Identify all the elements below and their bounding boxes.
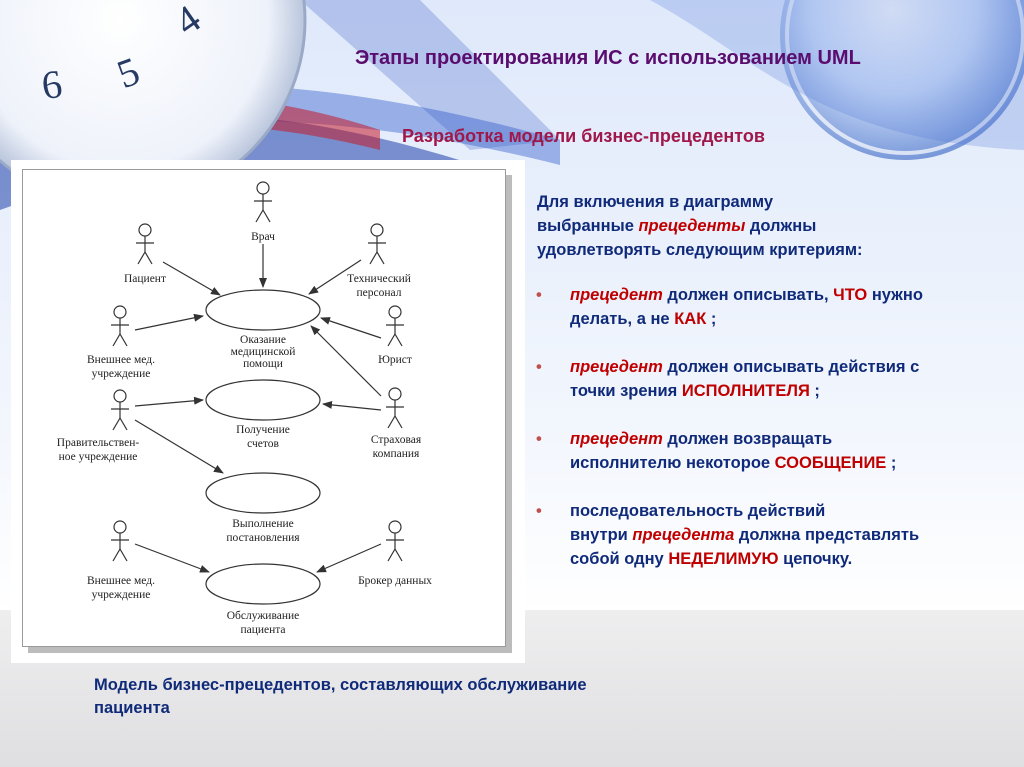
actor-ext1-label-2: учреждение	[92, 368, 151, 380]
usecase-patient-service-shape	[205, 563, 321, 605]
use-case-diagram: Врач Пациент Технический персонал Внешне…	[22, 169, 506, 647]
arrow-external-2	[134, 543, 210, 573]
emphasis-term: прецедент	[570, 358, 663, 376]
actor-broker-label: Брокер данных	[358, 575, 432, 587]
criteria-item: прецедент должен возвращать исполнителю …	[536, 427, 1006, 475]
usecase-3-label-1: Выполнение	[232, 518, 294, 530]
bullet-text: ;	[706, 310, 717, 328]
actor-ext1-label-1: Внешнее мед.	[87, 354, 155, 366]
actor-tech-label-2: персонал	[357, 287, 402, 299]
emphasis-word: СООБЩЕНИЕ	[774, 454, 887, 472]
bullet-text: исполнителю некоторое	[570, 454, 775, 472]
bullet-text: нужно	[867, 286, 923, 304]
actor-lawyer-icon	[386, 305, 404, 347]
usecase-4-label-1: Обслуживание	[227, 610, 300, 622]
bullet-text: собой одну	[570, 550, 669, 568]
bullet-text: точки зрения	[570, 382, 682, 400]
intro-line-3: удовлетворять следующим критериям:	[537, 241, 863, 259]
emphasis-word: КАК	[674, 310, 707, 328]
arrow-external-1	[134, 313, 204, 331]
bullet-text: должен описывать,	[662, 286, 834, 304]
actor-patient-label: Пациент	[124, 273, 166, 285]
emphasis-word: НЕДЕЛИМУЮ	[668, 550, 779, 568]
usecase-billing-shape	[205, 379, 321, 421]
intro-line-2: выбранные прецеденты должны	[537, 214, 1007, 238]
criteria-intro: Для включения в диаграмму выбранные прец…	[537, 190, 1007, 262]
bullet-text: ;	[809, 382, 820, 400]
usecase-2-label-2: счетов	[247, 438, 279, 450]
actor-insurance-label-1: Страховая	[371, 434, 422, 446]
actor-ext2-label-2: учреждение	[92, 589, 151, 601]
intro-text: должны	[745, 217, 817, 235]
actor-tech-staff-icon	[368, 223, 386, 265]
usecase-4-label-2: пациента	[240, 624, 285, 636]
criteria-item: последовательность действий внутри преце…	[536, 499, 1006, 571]
actor-insurance-label-2: компания	[373, 448, 420, 460]
intro-line-1: Для включения в диаграмму	[537, 193, 774, 211]
usecase-1-label-2: медицинской	[231, 346, 296, 358]
emphasis-term: прецедента	[632, 526, 735, 544]
actor-government-icon	[111, 389, 129, 431]
arrow-data-broker	[316, 543, 382, 573]
actor-external-institution-icon	[111, 305, 129, 347]
arrow-tech-staff	[308, 259, 362, 295]
actor-gov-label-2: ное учреждение	[59, 451, 138, 463]
actor-lawyer-label: Юрист	[378, 354, 412, 366]
actor-ext2-label-1: Внешнее мед.	[87, 575, 155, 587]
actor-insurance-icon	[386, 387, 404, 429]
actor-data-broker-icon	[386, 520, 404, 562]
usecase-medical-care-shape	[205, 289, 321, 331]
actor-external-institution-2-icon	[111, 520, 129, 562]
intro-text: выбранные	[537, 217, 639, 235]
emphasis-word: ИСПОЛНИТЕЛЯ	[681, 382, 810, 400]
bullet-text: последовательность действий	[570, 502, 826, 520]
actor-gov-label-1: Правительствен-	[57, 437, 140, 449]
arrow-insurance-billing	[322, 400, 382, 411]
usecase-regulation-shape	[205, 472, 321, 514]
bullet-text: внутри	[570, 526, 633, 544]
slide-title: Этапы проектирования ИС с использованием…	[355, 47, 861, 69]
arrow-lawyer	[320, 317, 382, 339]
usecase-1-label-1: Оказание	[240, 334, 286, 346]
actor-patient-icon	[136, 223, 154, 265]
criteria-item: прецедент должен описывать, ЧТО нужно де…	[536, 283, 1006, 331]
emphasis-term: прецедент	[570, 430, 663, 448]
usecase-3-label-2: постановления	[226, 532, 300, 544]
intro-emphasis: прецеденты	[638, 217, 746, 235]
bullet-text: делать, а не	[570, 310, 675, 328]
arrow-insurance-care	[310, 325, 382, 397]
caption-line-1: Модель бизнес-прецедентов, составляющих …	[94, 676, 587, 694]
bullet-text: должен описывать действия с	[662, 358, 920, 376]
slide-subtitle: Разработка модели бизнес-прецедентов	[402, 126, 765, 146]
arrow-government-regulation	[134, 419, 224, 474]
arrow-government-billing	[134, 396, 204, 407]
usecase-1-label-3: помощи	[243, 358, 283, 370]
bullet-text: должен возвращать	[662, 430, 833, 448]
emphasis-term: прецедент	[570, 286, 663, 304]
diagram-caption: Модель бизнес-прецедентов, составляющих …	[94, 674, 734, 720]
caption-line-2: пациента	[94, 699, 170, 717]
bullet-text: ;	[886, 454, 897, 472]
emphasis-word: ЧТО	[833, 286, 868, 304]
actor-doctor-icon	[254, 181, 272, 223]
actor-doctor-label: Врач	[251, 231, 275, 243]
bullet-text: цепочку.	[778, 550, 853, 568]
criteria-list: прецедент должен описывать, ЧТО нужно де…	[536, 283, 1006, 571]
usecase-2-label-1: Получение	[236, 424, 290, 436]
arrow-patient	[162, 261, 221, 296]
criteria-item: прецедент должен описывать действия с то…	[536, 355, 1006, 403]
bullet-text: должна представлять	[734, 526, 920, 544]
actor-tech-label-1: Технический	[347, 273, 411, 285]
